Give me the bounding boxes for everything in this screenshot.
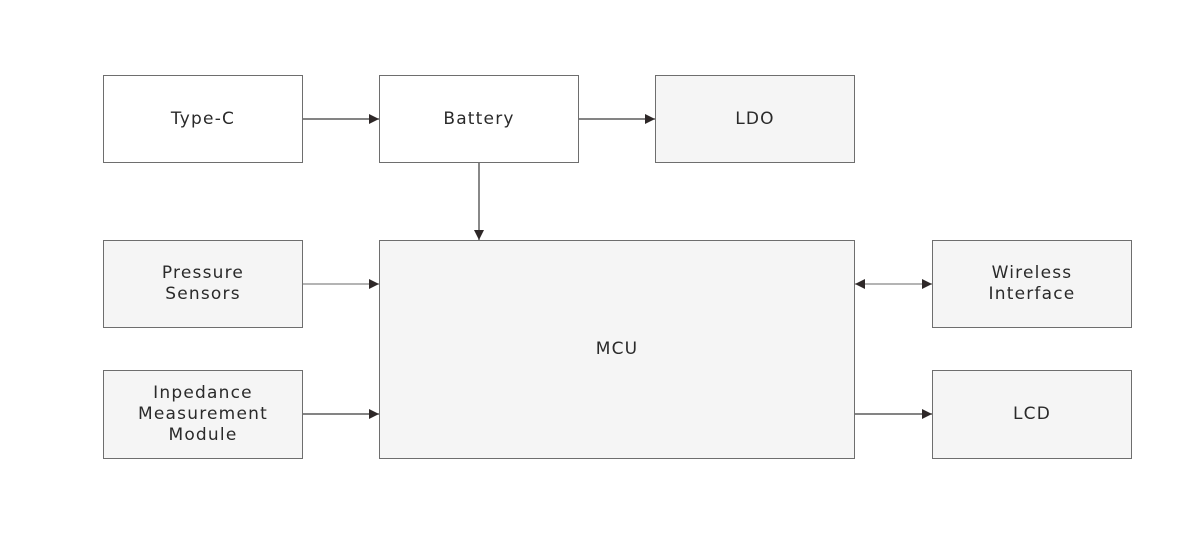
block-wireless-interface-label: Wireless Interface (988, 263, 1076, 304)
block-type-c-label: Type-C (170, 108, 236, 129)
block-ldo-label: LDO (735, 108, 775, 129)
block-mcu: MCU (379, 240, 855, 459)
block-mcu-label: MCU (595, 339, 639, 359)
block-battery-label: Battery (443, 108, 515, 129)
block-impedance-module: Inpedance Measurement Module (103, 370, 303, 459)
block-pressure-sensors: Pressure Sensors (103, 240, 303, 328)
block-battery: Battery (379, 75, 579, 163)
block-impedance-module-label: Inpedance Measurement Module (138, 383, 268, 445)
block-wireless-interface: Wireless Interface (932, 240, 1132, 328)
block-type-c: Type-C (103, 75, 303, 163)
block-ldo: LDO (655, 75, 855, 163)
block-pressure-sensors-label: Pressure Sensors (161, 263, 245, 304)
block-lcd-label: LCD (1012, 404, 1052, 424)
block-lcd: LCD (932, 370, 1132, 459)
